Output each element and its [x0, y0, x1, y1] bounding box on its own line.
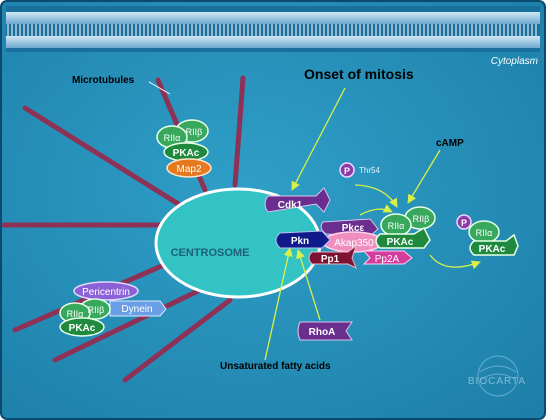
pp2a-shape	[362, 250, 413, 265]
map2-shape	[166, 158, 212, 178]
phospho-icon	[456, 214, 472, 230]
pka-complex-microtubule: RIIβ RIIα PKAc Map2	[156, 119, 212, 178]
phospho-thr54-icon	[339, 162, 355, 178]
pkac-label: PKAc	[387, 237, 414, 248]
rii-alpha-label: RIIα	[476, 228, 493, 238]
pericentrin-label: Pericentrin	[82, 287, 130, 298]
thr54-label: Thr54	[359, 166, 380, 175]
cdk1-shape	[264, 187, 331, 213]
cdk1-label: Cdk1	[278, 200, 303, 211]
rii-alpha-label: RIIα	[164, 133, 181, 143]
rhoa-label: RhoA	[309, 327, 336, 338]
arrows	[264, 87, 481, 361]
pp2a-label: Pp2A	[375, 254, 400, 265]
pkn-label: Pkn	[291, 236, 309, 247]
rii-beta-label: RIIβ	[186, 127, 203, 137]
pka-complex-centrosome: RIIβ RIIα PKAc	[375, 206, 436, 249]
pericentrin-shape	[73, 281, 139, 301]
cell-membrane	[6, 6, 540, 52]
pkac-shape	[59, 317, 105, 337]
pkc-shape	[320, 218, 379, 237]
camp-label: cAMP	[436, 138, 464, 149]
fatty-acids-label: Unsaturated fatty acids	[220, 361, 331, 372]
rii-beta-label: RIIβ	[88, 305, 105, 315]
rii-alpha-label: RIIα	[67, 309, 84, 319]
pkac-shape	[469, 233, 519, 256]
rii-beta-label: RIIβ	[413, 214, 430, 224]
pericentrin-complex: Pericentrin Dynein RIIβ RIIα PKAc	[59, 281, 167, 337]
pp1-shape	[308, 244, 357, 270]
pkn-shape	[275, 230, 331, 249]
biocarta-logo: BIOCARTA	[468, 355, 526, 397]
centrosome-label: CENTROSOME	[171, 247, 250, 259]
akap350-label: Akap350	[334, 238, 374, 249]
dynein-label: Dynein	[121, 304, 152, 315]
pkac-label: PKAc	[173, 148, 200, 159]
pka-complex-released: P RIIα PKAc	[456, 214, 519, 256]
phospho-p-label: P	[461, 218, 467, 228]
microtubules-pointer	[148, 81, 171, 95]
logo-text: BIOCARTA	[468, 376, 526, 387]
dynein-shape	[109, 300, 167, 317]
rhoa-shape	[297, 321, 353, 341]
pkac-label: PKAc	[479, 244, 506, 255]
pkac-shape	[375, 226, 431, 249]
map2-label: Map2	[176, 164, 201, 175]
rii-alpha-label: RIIα	[388, 221, 405, 231]
pkac-label: PKAc	[69, 323, 96, 334]
cytoplasm-label: Cytoplasm	[491, 56, 538, 67]
onset-label: Onset of mitosis	[304, 66, 414, 82]
phospho-thr54-p: P	[344, 166, 350, 176]
pkc-label: Pkcε	[342, 223, 365, 234]
pp1-label: Pp1	[321, 254, 340, 265]
microtubules-label: Microtubules	[72, 75, 135, 86]
